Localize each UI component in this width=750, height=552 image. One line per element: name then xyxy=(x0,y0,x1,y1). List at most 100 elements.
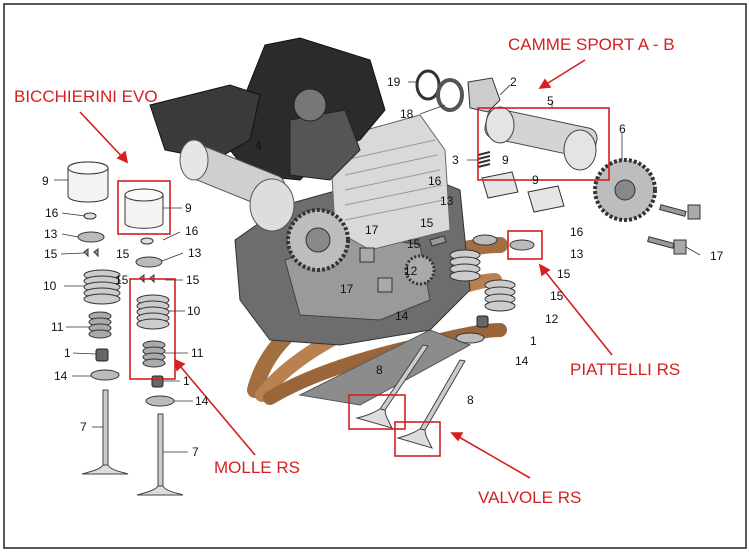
label-8-a: 8 xyxy=(376,363,383,377)
engine-gear xyxy=(404,254,436,286)
label-1-a: 1 xyxy=(64,346,71,360)
callout-valves: VALVOLE RS xyxy=(478,488,581,507)
label-17-a: 17 xyxy=(365,223,379,237)
throttle-bore xyxy=(293,88,327,122)
label-16-b: 16 xyxy=(185,224,199,238)
label-4: 4 xyxy=(255,139,262,153)
center-valve-train-column xyxy=(124,188,184,496)
label-15-c: 15 xyxy=(115,273,129,287)
arrow-springs xyxy=(174,359,256,456)
label-7-a: 7 xyxy=(80,420,87,434)
inner-valve-spring xyxy=(88,311,112,339)
throttle-body xyxy=(289,109,361,181)
engine-cam-sprocket xyxy=(286,208,350,272)
label-13-c: 13 xyxy=(440,194,454,208)
retainer xyxy=(77,231,105,243)
bearing-ring xyxy=(436,78,464,112)
part-number-labels: 9 16 13 15 15 10 11 1 14 7 9 16 13 15 15… xyxy=(42,75,724,459)
evo-tappet-top xyxy=(124,188,164,202)
retainer-center xyxy=(135,256,163,268)
valve-stem-seal-right xyxy=(476,315,489,328)
cylinder-fins xyxy=(344,139,445,221)
label-17-c: 17 xyxy=(710,249,724,263)
engine-camshaft xyxy=(179,139,295,232)
highlight-valve-b xyxy=(394,421,441,457)
spring-seat-center xyxy=(145,395,175,407)
arrow-valves xyxy=(451,432,531,479)
diagram-border xyxy=(3,3,747,549)
label-15-b: 15 xyxy=(116,247,130,261)
label-1-b: 1 xyxy=(183,374,190,388)
label-9-b: 9 xyxy=(185,201,192,215)
label-11-b: 11 xyxy=(191,346,204,360)
label-13-d: 13 xyxy=(570,247,584,261)
highlight-boxes xyxy=(117,107,610,457)
label-10-a: 10 xyxy=(43,279,57,293)
label-11-a: 11 xyxy=(51,320,64,334)
rs-valve-a xyxy=(355,344,429,429)
label-16-a: 16 xyxy=(45,206,59,220)
callout-retainers: PIATTELLI RS xyxy=(570,360,680,379)
label-2: 2 xyxy=(510,75,517,89)
label-18: 18 xyxy=(400,107,414,121)
arrow-retainers xyxy=(539,264,613,356)
label-12-a: 12 xyxy=(404,264,418,278)
label-8-b: 8 xyxy=(467,393,474,407)
dowel-15 xyxy=(429,235,447,247)
spring-right-b xyxy=(484,279,516,312)
highlight-tappet xyxy=(117,180,171,235)
callout-springs: MOLLE RS xyxy=(214,458,300,477)
bolt-17-a xyxy=(359,247,375,263)
label-15-h: 15 xyxy=(550,289,564,303)
label-15-d: 15 xyxy=(186,273,200,287)
label-13-b: 13 xyxy=(188,246,202,260)
label-14-d: 14 xyxy=(515,354,529,368)
rs-outer-spring xyxy=(136,294,170,330)
valve-stem-seal-center xyxy=(151,375,164,388)
label-15-a: 15 xyxy=(44,247,58,261)
bolt-17-b xyxy=(377,277,393,293)
label-14-a: 14 xyxy=(54,369,68,383)
leader-lines xyxy=(54,81,701,453)
engine-assembly xyxy=(149,37,508,406)
label-15-f: 15 xyxy=(407,237,421,251)
label-6: 6 xyxy=(619,122,626,136)
rs-inner-spring xyxy=(142,340,166,368)
highlight-camshaft xyxy=(477,107,610,181)
callout-cams: CAMME SPORT A - B xyxy=(508,35,675,54)
label-9-c: 9 xyxy=(502,153,509,167)
tappet-bucket-top xyxy=(67,161,109,175)
label-9-a: 9 xyxy=(42,174,49,188)
spring-right-a xyxy=(449,249,481,282)
highlight-springs xyxy=(129,278,176,380)
label-17-b: 17 xyxy=(340,282,354,296)
outer-valve-spring xyxy=(83,269,121,305)
sport-camshaft xyxy=(484,106,598,171)
label-19: 19 xyxy=(387,75,401,89)
valve-left xyxy=(81,389,129,475)
left-valve-train-column xyxy=(67,161,129,475)
cam-sprocket-right xyxy=(593,158,657,222)
shim xyxy=(83,212,97,220)
highlight-valve-a xyxy=(348,394,406,430)
label-5: 5 xyxy=(547,94,554,108)
shim-pad-right xyxy=(527,185,565,213)
label-15-g: 15 xyxy=(557,267,571,281)
cotter-keys xyxy=(83,248,99,258)
label-15-e: 15 xyxy=(420,216,434,230)
sprocket-bolt-upper xyxy=(659,204,701,220)
label-10-b: 10 xyxy=(187,304,201,318)
tensioner-spring xyxy=(477,151,491,168)
right-parts xyxy=(355,69,701,449)
label-1-c: 1 xyxy=(530,334,537,348)
callout-arrows xyxy=(79,59,613,479)
shim-pad-left xyxy=(481,171,519,199)
spring-seat xyxy=(90,369,120,381)
arrow-tappets xyxy=(79,111,128,163)
label-12-b: 12 xyxy=(545,312,559,326)
spring-seat-right xyxy=(455,332,485,344)
retainer-right-a xyxy=(472,234,498,246)
label-16-d: 16 xyxy=(570,225,584,239)
sprocket-bolt-lower xyxy=(647,236,687,255)
